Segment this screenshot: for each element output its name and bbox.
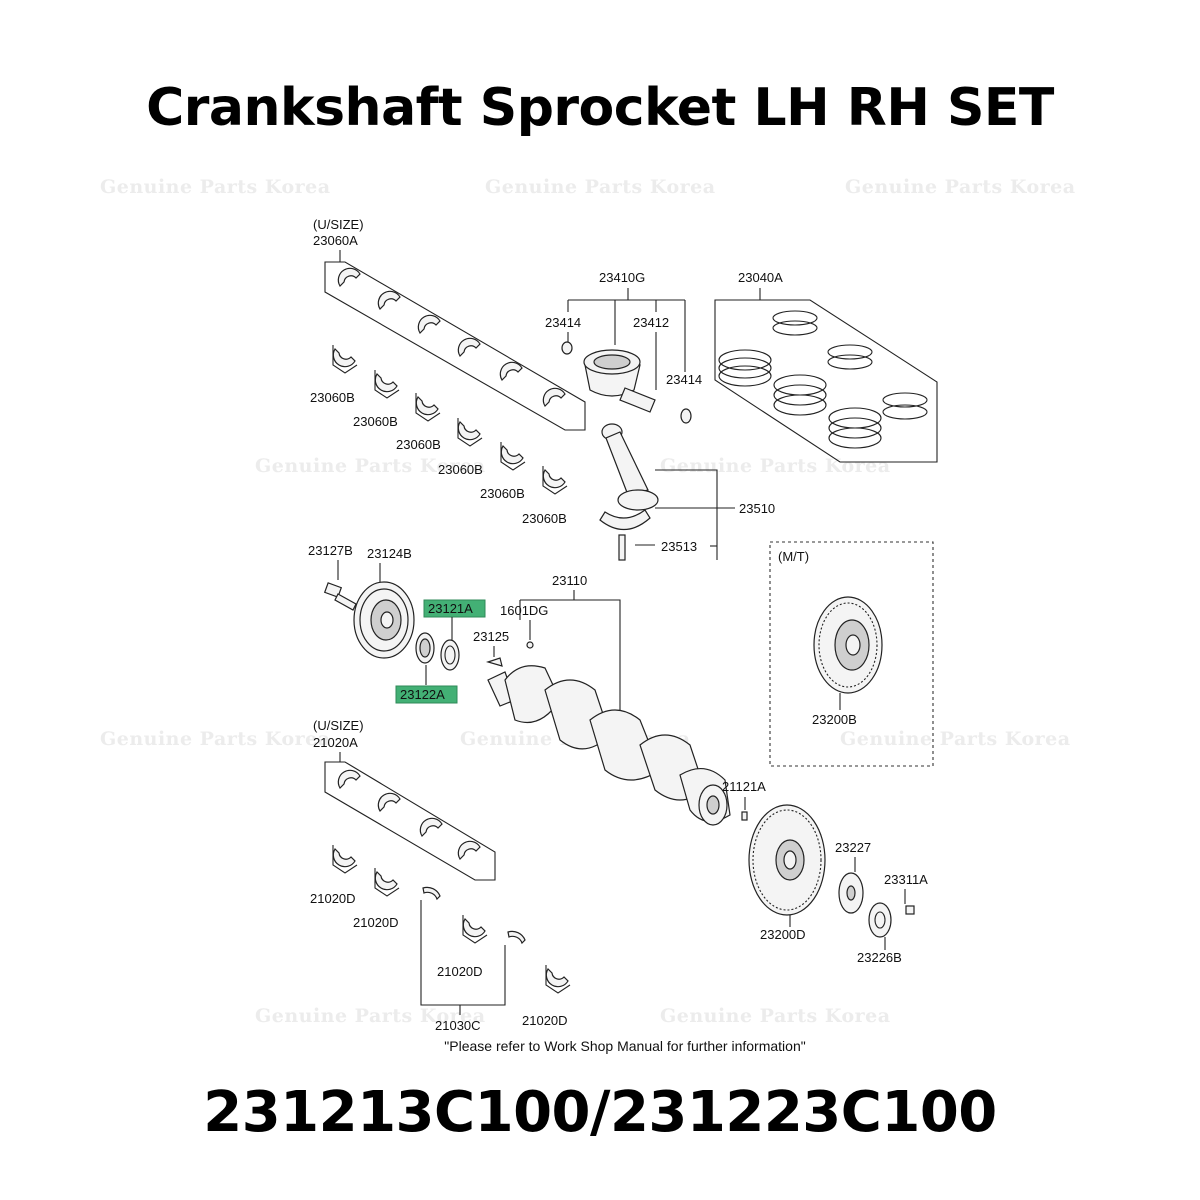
watermark: Genuine Parts Korea xyxy=(845,176,1076,198)
main-bearings-lower xyxy=(332,845,571,994)
piston-pin xyxy=(619,387,656,413)
label-23226B: 23226B xyxy=(857,950,902,965)
page-title: Crankshaft Sprocket LH RH SET xyxy=(146,78,1054,138)
label-23410G: 23410G xyxy=(599,270,645,285)
mt-option-box xyxy=(769,541,934,767)
label-mt: (M/T) xyxy=(778,549,809,564)
label-21020D: 21020D xyxy=(353,915,399,930)
crankshaft xyxy=(487,665,731,826)
watermark: Genuine Parts Korea xyxy=(485,176,716,198)
highlight-23122A[interactable] xyxy=(395,685,458,704)
label-21020D: 21020D xyxy=(310,891,356,906)
label-23060B: 23060B xyxy=(310,390,355,405)
bearing-panel-lower xyxy=(324,761,496,881)
label-23060B: 23060B xyxy=(480,486,525,501)
label-21020D: 21020D xyxy=(437,964,483,979)
label-21020A: 21020A xyxy=(313,735,358,750)
woodruff-key xyxy=(485,657,503,667)
bearing-shells-lower-upper xyxy=(332,345,568,495)
label-23513: 23513 xyxy=(661,539,697,554)
label-23124B: 23124B xyxy=(367,546,412,561)
drive-plate xyxy=(748,804,826,916)
label-23200B: 23200B xyxy=(812,712,857,727)
adapter-plate xyxy=(838,872,864,914)
label-21030C: 21030C xyxy=(435,1018,481,1033)
highlight-23121A[interactable] xyxy=(423,599,486,618)
damper-pulley xyxy=(353,581,415,659)
dual-mass-flywheel xyxy=(813,596,883,694)
label-23060A: 23060A xyxy=(313,233,358,248)
ring-panel xyxy=(714,299,938,463)
retainer-plate xyxy=(868,902,892,938)
label-23060B: 23060B xyxy=(438,462,483,477)
part-numbers: 231213C100/231223C100 xyxy=(203,1080,997,1145)
label-23200D: 23200D xyxy=(760,927,806,942)
workshop-manual-note: "Please refer to Work Shop Manual for fu… xyxy=(444,1038,806,1054)
watermark: Genuine Parts Korea xyxy=(840,728,1071,750)
bearing-panel-upper xyxy=(324,261,586,431)
watermark: Genuine Parts Korea xyxy=(255,1005,486,1027)
label-23127B: 23127B xyxy=(308,543,353,558)
label-23060B: 23060B xyxy=(396,437,441,452)
piston xyxy=(583,349,641,397)
label-21020D: 21020D xyxy=(522,1013,568,1028)
label-23227: 23227 xyxy=(835,840,871,855)
crankshaft-sprocket-rh[interactable] xyxy=(440,639,460,671)
thrust-washers xyxy=(422,886,526,945)
main-bearings-upper xyxy=(337,769,481,860)
label-23060B: 23060B xyxy=(522,511,567,526)
connecting-rod xyxy=(599,423,659,561)
label-23060B: 23060B xyxy=(353,414,398,429)
label-usize-bottom: (U/SIZE) xyxy=(313,718,364,733)
watermark: Genuine Parts Korea xyxy=(255,455,486,477)
watermark: Genuine Parts Korea xyxy=(660,1005,891,1027)
label-1601DG: 1601DG xyxy=(500,603,548,618)
label-23414: 23414 xyxy=(545,315,581,330)
bearing-shells-upper xyxy=(337,267,566,407)
watermark: Genuine Parts Korea xyxy=(100,728,331,750)
label-23412: 23412 xyxy=(633,315,669,330)
label-21121A: 21121A xyxy=(722,779,766,794)
label-23121A: 23121A xyxy=(428,601,473,616)
label-23122A: 23122A xyxy=(400,687,445,702)
label-23040A: 23040A xyxy=(738,270,783,285)
crankshaft-sprocket-lh[interactable] xyxy=(415,632,435,664)
label-23125: 23125 xyxy=(473,629,509,644)
piston-rings xyxy=(718,310,928,449)
label-23110: 23110 xyxy=(552,573,587,588)
pulley-bolt xyxy=(323,582,357,611)
label-23311A: 23311A xyxy=(884,872,928,887)
watermark: Genuine Parts Korea xyxy=(100,176,331,198)
label-23510: 23510 xyxy=(739,501,775,516)
label-23414: 23414 xyxy=(666,372,702,387)
label-usize-top: (U/SIZE) xyxy=(313,217,364,232)
